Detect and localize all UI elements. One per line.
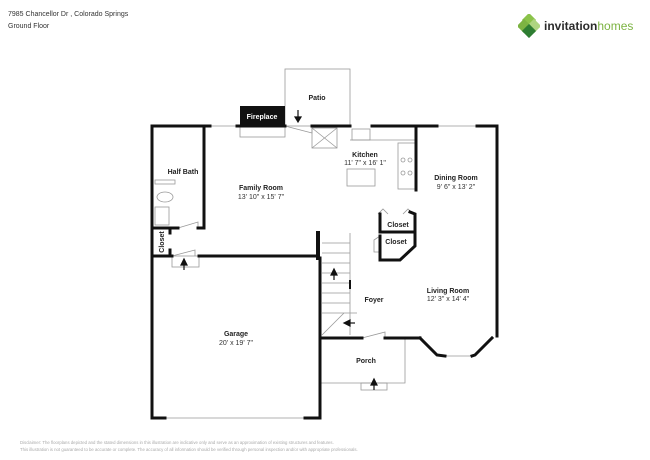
address: 7985 Chancellor Dr , Colorado Springs — [8, 11, 129, 18]
logo-mark-icon — [518, 14, 540, 38]
fireplace: Fireplace — [240, 106, 285, 126]
family-room-dims: 13' 10" x 15' 7" — [238, 194, 285, 201]
toilet — [156, 191, 174, 203]
entry-arrows — [180, 110, 378, 390]
disclaimer-line-1: Disclaimer: The floorplans depicted and … — [20, 440, 334, 445]
foyer-label: Foyer — [364, 297, 383, 304]
stove — [397, 142, 416, 190]
svg-text:Fireplace: Fireplace — [247, 114, 278, 121]
room-labels: Patio Kitchen 11' 7" x 16' 1" Half Bath … — [159, 95, 478, 365]
patio-label: Patio — [308, 95, 325, 102]
kitchen-label: Kitchen — [352, 152, 378, 159]
kitchen-island — [346, 168, 376, 187]
closet-label: Closet — [387, 222, 409, 229]
disclaimer-line-2: This illustration is not guaranteed to b… — [20, 447, 358, 452]
dining-room-label: Dining Room — [434, 175, 478, 182]
stairs — [321, 233, 357, 336]
living-room-dims: 12' 3" x 14' 4" — [427, 296, 470, 303]
walls — [150, 124, 499, 420]
bath-sink — [154, 206, 170, 226]
kitchen-dims: 11' 7" x 16' 1" — [344, 160, 386, 167]
half-bath-label: Half Bath — [168, 169, 199, 176]
logo-text: invitationhomes — [544, 19, 634, 33]
garage-label: Garage — [224, 331, 248, 338]
thin-lines — [154, 68, 477, 419]
kitchen-sink — [351, 128, 371, 141]
closet-label: Closet — [385, 239, 407, 246]
range-hood — [311, 127, 338, 149]
porch-outline — [320, 338, 406, 384]
garage-dims: 20' x 19' 7" — [219, 340, 253, 347]
porch-label: Porch — [356, 358, 376, 365]
floor-label: Ground Floor — [8, 23, 50, 30]
closet-label: Closet — [159, 231, 166, 253]
invitation-homes-logo: invitationhomes — [518, 14, 633, 38]
dining-room-dims: 9' 6" x 13' 2" — [437, 184, 476, 191]
family-room-label: Family Room — [239, 185, 283, 192]
living-room-label: Living Room — [427, 288, 469, 295]
